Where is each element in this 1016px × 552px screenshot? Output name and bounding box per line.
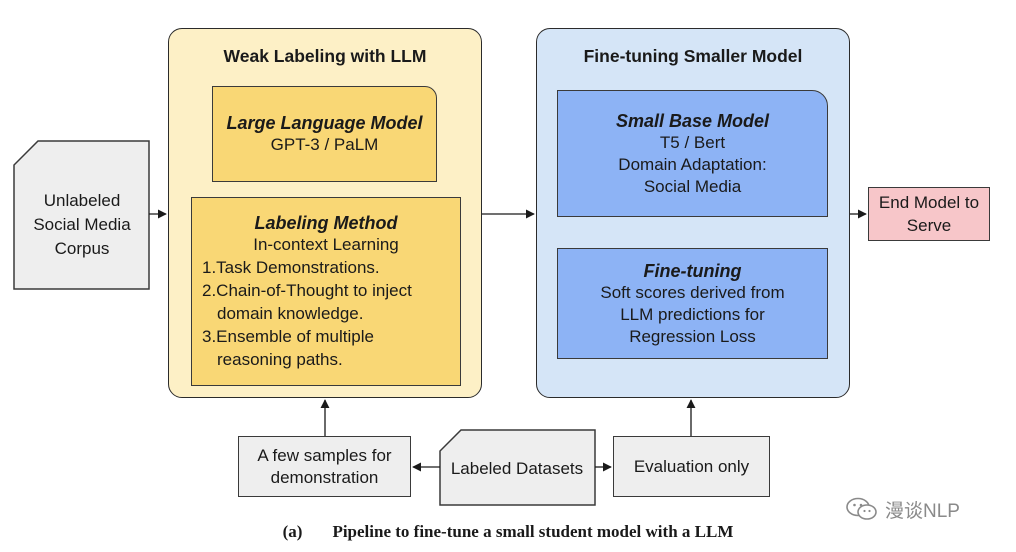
fine-tuning-title: Fine-tuning Smaller Model (583, 46, 803, 66)
labeling-method-subtitle: In-context Learning (253, 235, 399, 254)
corpus-line: Corpus (55, 239, 110, 258)
few-samples-box: A few samples for demonstration (238, 436, 411, 497)
wechat-icon (846, 497, 877, 520)
fine-tuning-line: Soft scores derived from (600, 282, 785, 302)
llm-box: Large Language Model GPT-3 / PaLM (212, 86, 437, 182)
few-samples-line: A few samples for (257, 445, 392, 465)
labeling-method-title: Labeling Method (254, 213, 398, 233)
small-base-model-box: Small Base Model T5 / Bert Domain Adapta… (557, 90, 828, 217)
end-model-line: Serve (906, 216, 952, 235)
caption-text: Pipeline to fine-tune a small student mo… (332, 522, 734, 541)
evaluation-only-label: Evaluation only (633, 456, 750, 476)
small-base-model-line: Domain Adaptation: (618, 154, 767, 174)
end-model-line: End Model to (878, 193, 980, 212)
small-base-model-line: Social Media (643, 176, 742, 196)
small-base-model-line: T5 / Bert (659, 132, 726, 152)
labeling-method-item: 1.Task Demonstrations. (202, 258, 380, 277)
figure-caption: (a) Pipeline to fine-tune a small student… (0, 522, 1016, 542)
fine-tuning-line: Regression Loss (629, 326, 756, 346)
evaluation-only-box: Evaluation only (613, 436, 770, 497)
labeling-method-item: 2.Chain-of-Thought to inject domain know… (202, 281, 412, 323)
few-samples-line: demonstration (270, 467, 379, 487)
corpus-line: Social Media (33, 215, 131, 234)
labeled-datasets-label: Labeled Datasets (451, 459, 583, 478)
fine-tuning-box-title: Fine-tuning (643, 260, 742, 281)
watermark: 漫谈NLP (845, 495, 1005, 523)
caption-label: (a) (282, 522, 303, 541)
llm-title: Large Language Model (226, 113, 423, 133)
small-base-model-title: Small Base Model (615, 110, 770, 131)
labeled-datasets-card (439, 429, 596, 506)
llm-subtitle: GPT-3 / PaLM (270, 135, 379, 154)
labeling-method-item: 3.Ensemble of multiple reasoning paths. (202, 327, 374, 369)
fine-tuning-box: Fine-tuning Soft scores derived from LLM… (557, 248, 828, 359)
labeling-method-box: Labeling Method In-context Learning 1.Ta… (191, 197, 461, 386)
watermark-text: 漫谈NLP (885, 500, 960, 522)
corpus-line: Unlabeled (44, 191, 121, 210)
unlabeled-corpus-card (13, 140, 150, 290)
fine-tuning-line: LLM predictions for (620, 304, 765, 324)
weak-labeling-title: Weak Labeling with LLM (223, 46, 427, 66)
end-model-box: End Model to Serve (868, 187, 990, 241)
labeling-method-list: 1.Task Demonstrations. 2.Chain-of-Though… (202, 256, 450, 371)
